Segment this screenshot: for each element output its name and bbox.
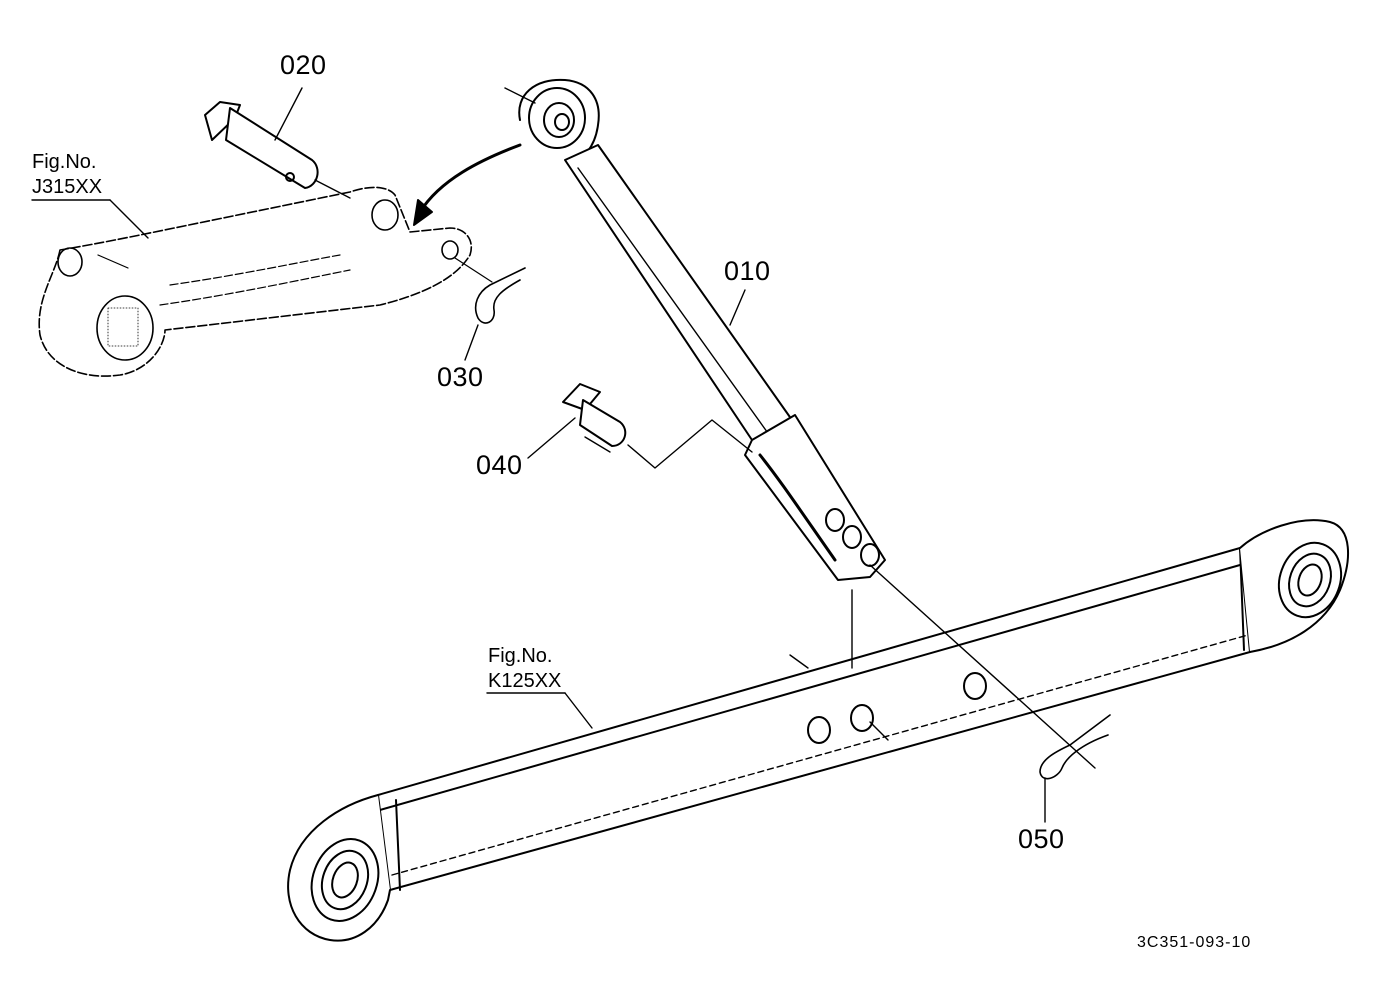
fig-ref-lower-number: K125XX [488, 670, 562, 692]
pin-040 [562, 383, 753, 469]
lower-link [287, 519, 1349, 942]
lift-arm [38, 186, 472, 377]
fig-ref-lower-label: Fig.No. [488, 645, 553, 667]
lift-rod [504, 78, 1096, 769]
pin-020 [204, 101, 351, 199]
assembly-arrow [413, 143, 522, 226]
clip-050 [1039, 714, 1111, 780]
part-label-020: 020 [280, 50, 327, 80]
part-label-040: 040 [476, 450, 523, 480]
part-label-030: 030 [437, 362, 484, 392]
fig-ref-upper-number: J315XX [32, 176, 103, 198]
clip-030 [454, 257, 526, 324]
fig-ref-upper-label: Fig.No. [32, 151, 97, 173]
part-label-050: 050 [1018, 824, 1065, 854]
part-label-010: 010 [724, 256, 771, 286]
drawing-number: 3C351-093-10 [1137, 934, 1252, 951]
leader-lines [31, 87, 1046, 823]
